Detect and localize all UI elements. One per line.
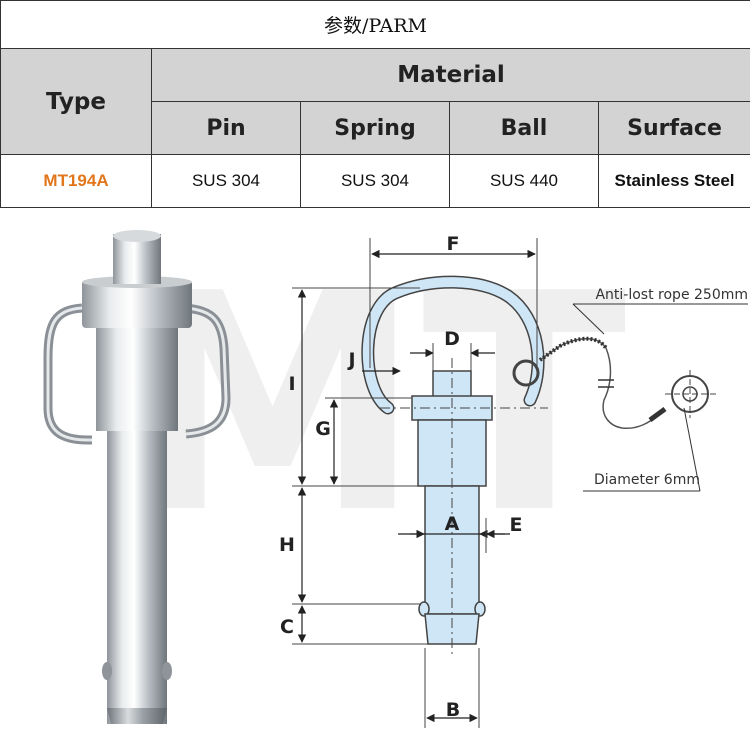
spec-table: 参数/PARM Type Material Pin Spring Ball Su…	[0, 0, 750, 208]
ball-material: SUS 440	[449, 154, 599, 208]
dim-B: B	[446, 699, 460, 721]
dim-D: D	[444, 328, 460, 350]
model-code: MT194A	[0, 154, 152, 208]
pin-material: SUS 304	[151, 154, 301, 208]
table-title: 参数/PARM	[0, 0, 750, 49]
dim-A: A	[445, 513, 460, 535]
product-figure: MT	[0, 208, 750, 742]
surface-finish: Stainless Steel	[597, 154, 750, 208]
rope-label: Anti-lost rope 250mm	[595, 287, 748, 303]
dim-F: F	[447, 233, 460, 255]
dim-C: C	[280, 616, 294, 638]
dim-J: J	[346, 349, 355, 371]
technical-drawing: F D J I G H C A	[279, 233, 748, 728]
dim-I: I	[288, 373, 295, 395]
pin-header: Pin	[151, 101, 301, 155]
dim-G: G	[315, 418, 331, 440]
surface-header: Surface	[597, 101, 750, 155]
dim-H: H	[279, 534, 295, 556]
spring-header: Spring	[300, 101, 450, 155]
spring-material: SUS 304	[300, 154, 450, 208]
pin-photo	[43, 230, 231, 724]
ball-header: Ball	[449, 101, 599, 155]
material-header: Material	[150, 48, 750, 102]
diameter-label: Diameter 6mm	[594, 472, 700, 488]
dim-E: E	[510, 514, 523, 536]
type-header: Type	[0, 48, 152, 155]
figure-canvas: MT	[43, 230, 748, 728]
table-row: MT194A SUS 304 SUS 304 SUS 440 Stainless…	[0, 154, 750, 208]
